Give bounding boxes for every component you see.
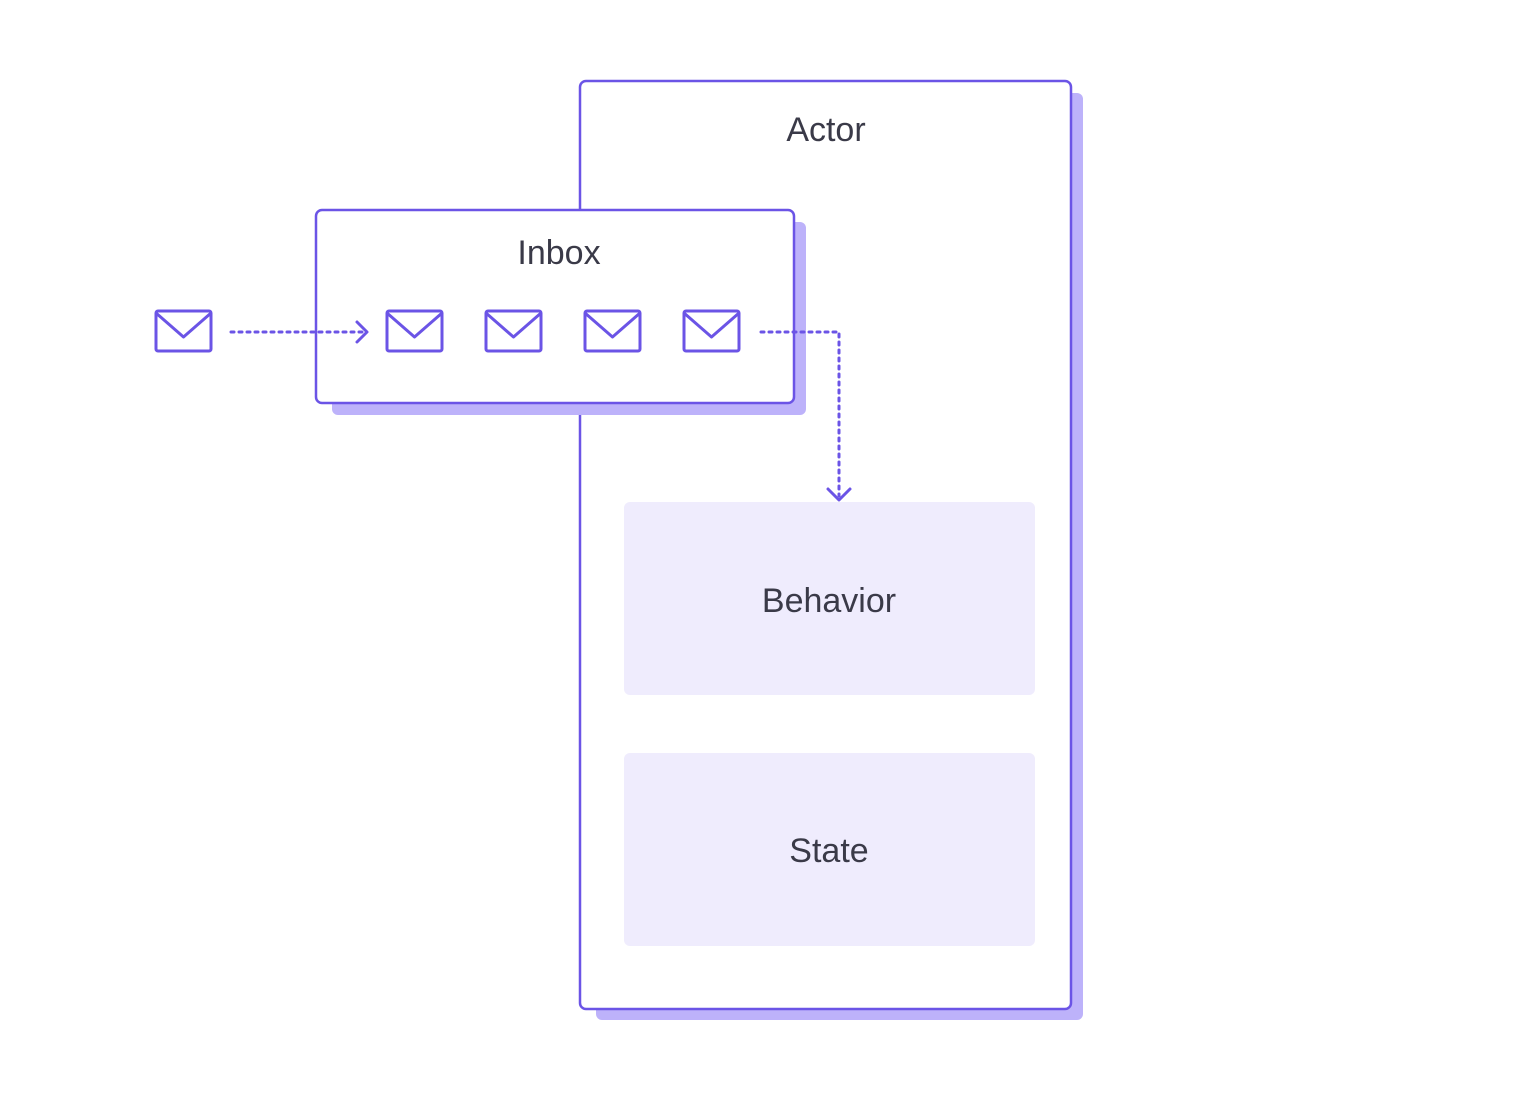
queued-envelope-icon xyxy=(484,309,543,353)
incoming-envelope-icon xyxy=(154,309,213,353)
queued-envelope-icon xyxy=(583,309,642,353)
inbox-box-frame xyxy=(314,208,796,405)
state-panel-box xyxy=(624,753,1035,946)
queued-envelope-icon xyxy=(682,309,741,353)
inbox-box: Inbox xyxy=(314,208,806,415)
behavior-panel: Behavior xyxy=(624,502,1035,695)
queued-envelope-icon xyxy=(385,309,444,353)
state-panel: State xyxy=(624,753,1035,946)
dispatch-arrow xyxy=(759,330,852,502)
state-label: State xyxy=(789,832,868,870)
behavior-label: Behavior xyxy=(762,582,896,620)
actor-title: Actor xyxy=(786,111,865,149)
inbox-title: Inbox xyxy=(517,234,600,272)
enqueue-arrow xyxy=(229,320,369,344)
behavior-panel-box xyxy=(624,502,1035,695)
